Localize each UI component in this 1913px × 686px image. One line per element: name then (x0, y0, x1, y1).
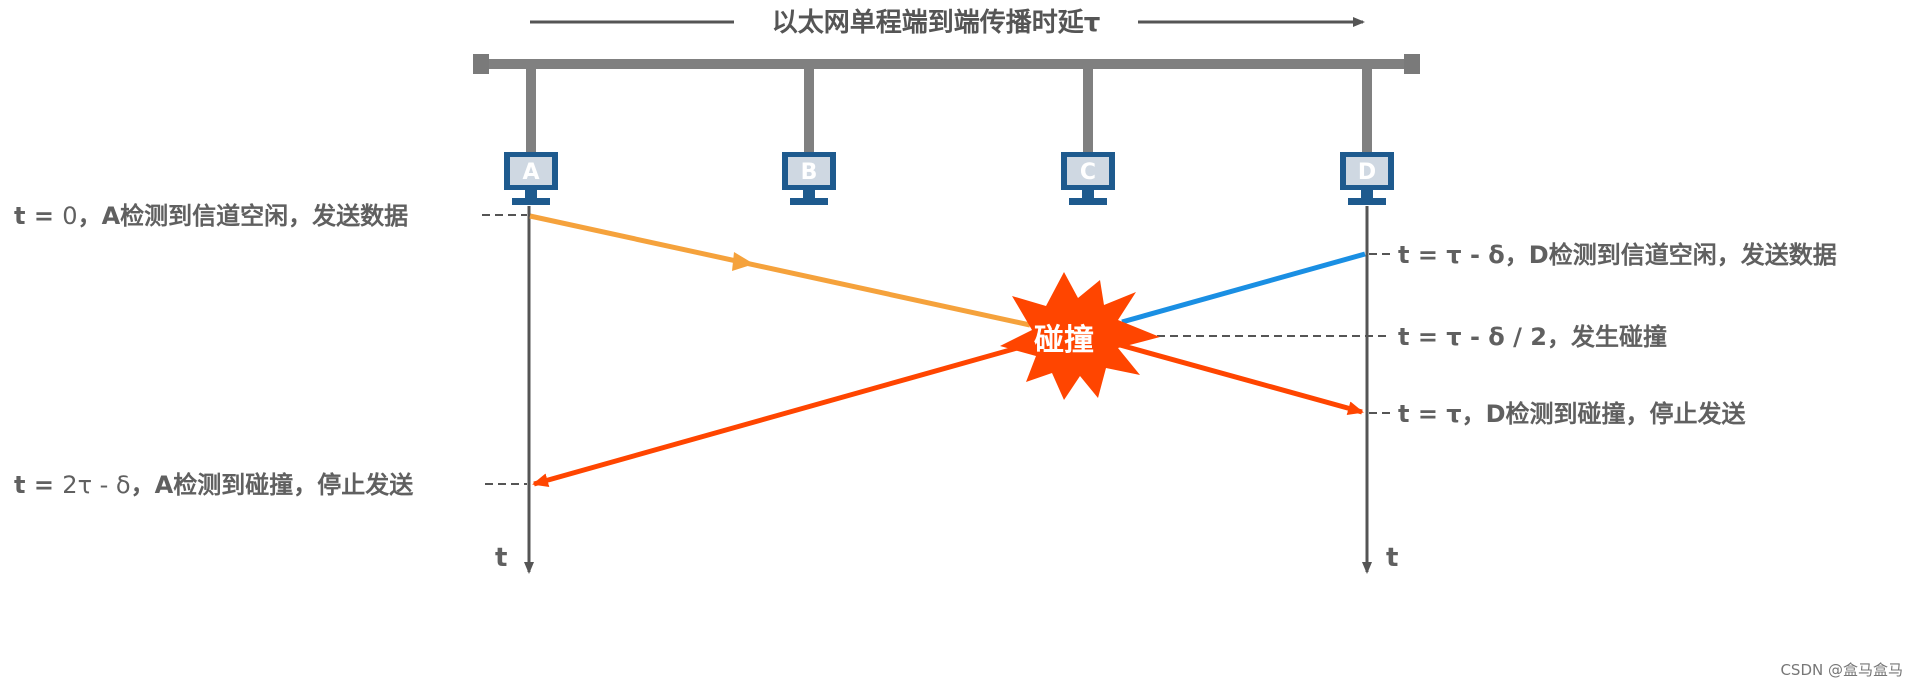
station-a-label: A (522, 160, 539, 185)
event-d-send: t = τ - δ，D检测到信道空闲，发送数据 (1398, 241, 1837, 269)
propagation-delay-header: 以太网单程端到端传播时延τ (530, 8, 1365, 38)
signal-a-direction-arrow (732, 252, 754, 271)
station-c-drop (1083, 68, 1093, 152)
bus-right-terminator (1404, 54, 1420, 74)
event-collision: t = τ - δ / 2，发生碰撞 (1398, 323, 1667, 351)
collision-burst: 碰撞 (1000, 272, 1160, 400)
signal-d-to-collision (1121, 251, 1366, 325)
station-b-label: B (801, 160, 818, 185)
event-collision-text: ，发生碰撞 (1547, 323, 1667, 351)
station-c-stand (1082, 190, 1094, 198)
station-d-label: D (1358, 160, 1376, 185)
event-a-detect: t = 2τ - δ，A检测到碰撞，停止发送 (14, 471, 414, 499)
event-a-detect-prefix: t = (14, 471, 62, 499)
station-c-base (1069, 198, 1107, 205)
event-d-detect-prefix: t = τ (1398, 400, 1462, 428)
event-a-send-prefix: t = (14, 202, 62, 230)
collision-label: 碰撞 (1034, 323, 1094, 358)
watermark: CSDN @盒马盒马 (1780, 661, 1903, 679)
station-b-drop (804, 68, 814, 152)
station-d-drop (1362, 68, 1372, 152)
collision-burst-shape (1000, 272, 1160, 400)
collision-signal-to-a (532, 340, 1036, 487)
station-d-base (1348, 198, 1386, 205)
station-d: D (1340, 68, 1394, 205)
event-d-detect-text: ，D检测到碰撞，停止发送 (1462, 400, 1747, 428)
ethernet-bus (473, 54, 1420, 74)
event-a-detect-text: ，A检测到碰撞，停止发送 (131, 471, 415, 499)
station-d-screen (1346, 157, 1388, 185)
station-a-screen (510, 157, 552, 185)
event-d-send-prefix: t = τ - δ (1398, 241, 1505, 269)
station-a-stand (525, 190, 537, 198)
timeline-a-axis-label: t (495, 543, 507, 573)
station-c: C (1061, 68, 1115, 205)
event-d-detect: t = τ，D检测到碰撞，停止发送 (1398, 400, 1747, 428)
event-a-detect-value: 2τ - δ (62, 471, 130, 499)
bus-left-terminator (473, 54, 489, 74)
diagram-title: 以太网单程端到端传播时延τ (772, 8, 1101, 38)
station-b-screen (788, 157, 830, 185)
station-d-stand (1361, 190, 1373, 198)
station-a-base (512, 198, 550, 205)
collision-signal-to-d (1119, 342, 1364, 416)
station-c-screen (1067, 157, 1109, 185)
station-a-drop (526, 68, 536, 152)
event-d-send-text: ，D检测到信道空闲，发送数据 (1505, 241, 1837, 269)
station-b-stand (803, 190, 815, 198)
station-a: A (504, 68, 558, 205)
bus-line (480, 59, 1413, 69)
signal-a-to-collision (529, 213, 1031, 328)
event-a-send-value: 0 (62, 202, 77, 230)
event-collision-prefix: t = τ - δ / 2 (1398, 323, 1547, 351)
station-b: B (782, 68, 836, 205)
event-a-send: t = 0，A检测到信道空闲，发送数据 (14, 202, 408, 230)
station-b-base (790, 198, 828, 205)
event-a-send-text: ，A检测到信道空闲，发送数据 (78, 202, 409, 230)
station-c-label: C (1080, 160, 1096, 185)
timeline-d-axis-label: t (1386, 543, 1398, 573)
